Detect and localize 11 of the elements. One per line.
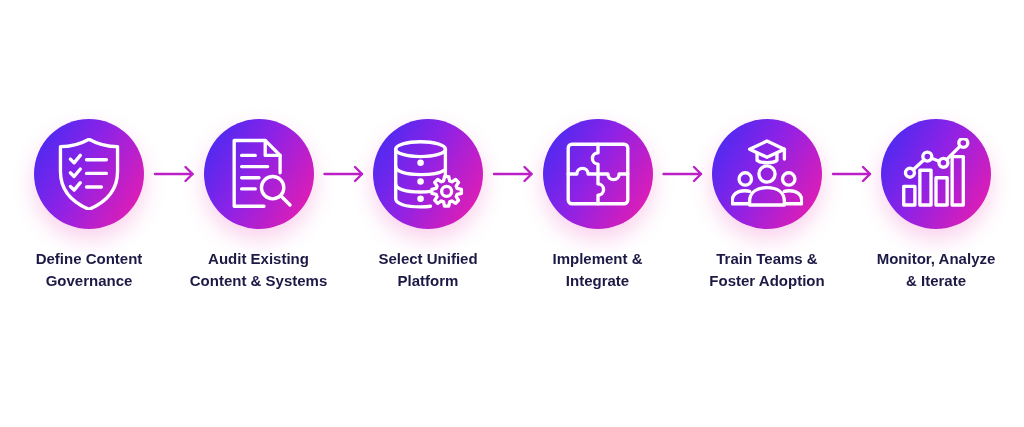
- arrow: [831, 165, 872, 183]
- arrow: [153, 165, 194, 183]
- step-label: Define Content Governance: [34, 249, 144, 291]
- step-label: Select Unified Platform: [377, 249, 479, 291]
- step-label: Train Teams & Foster Adoption: [708, 249, 826, 291]
- arrow: [662, 165, 703, 183]
- arrow: [492, 165, 533, 183]
- step-label: Audit Existing Content & Systems: [188, 249, 329, 291]
- step-label: Monitor, Analyze & Iterate: [875, 249, 997, 291]
- step-label: Implement & Integrate: [551, 249, 644, 291]
- arrow: [323, 165, 364, 183]
